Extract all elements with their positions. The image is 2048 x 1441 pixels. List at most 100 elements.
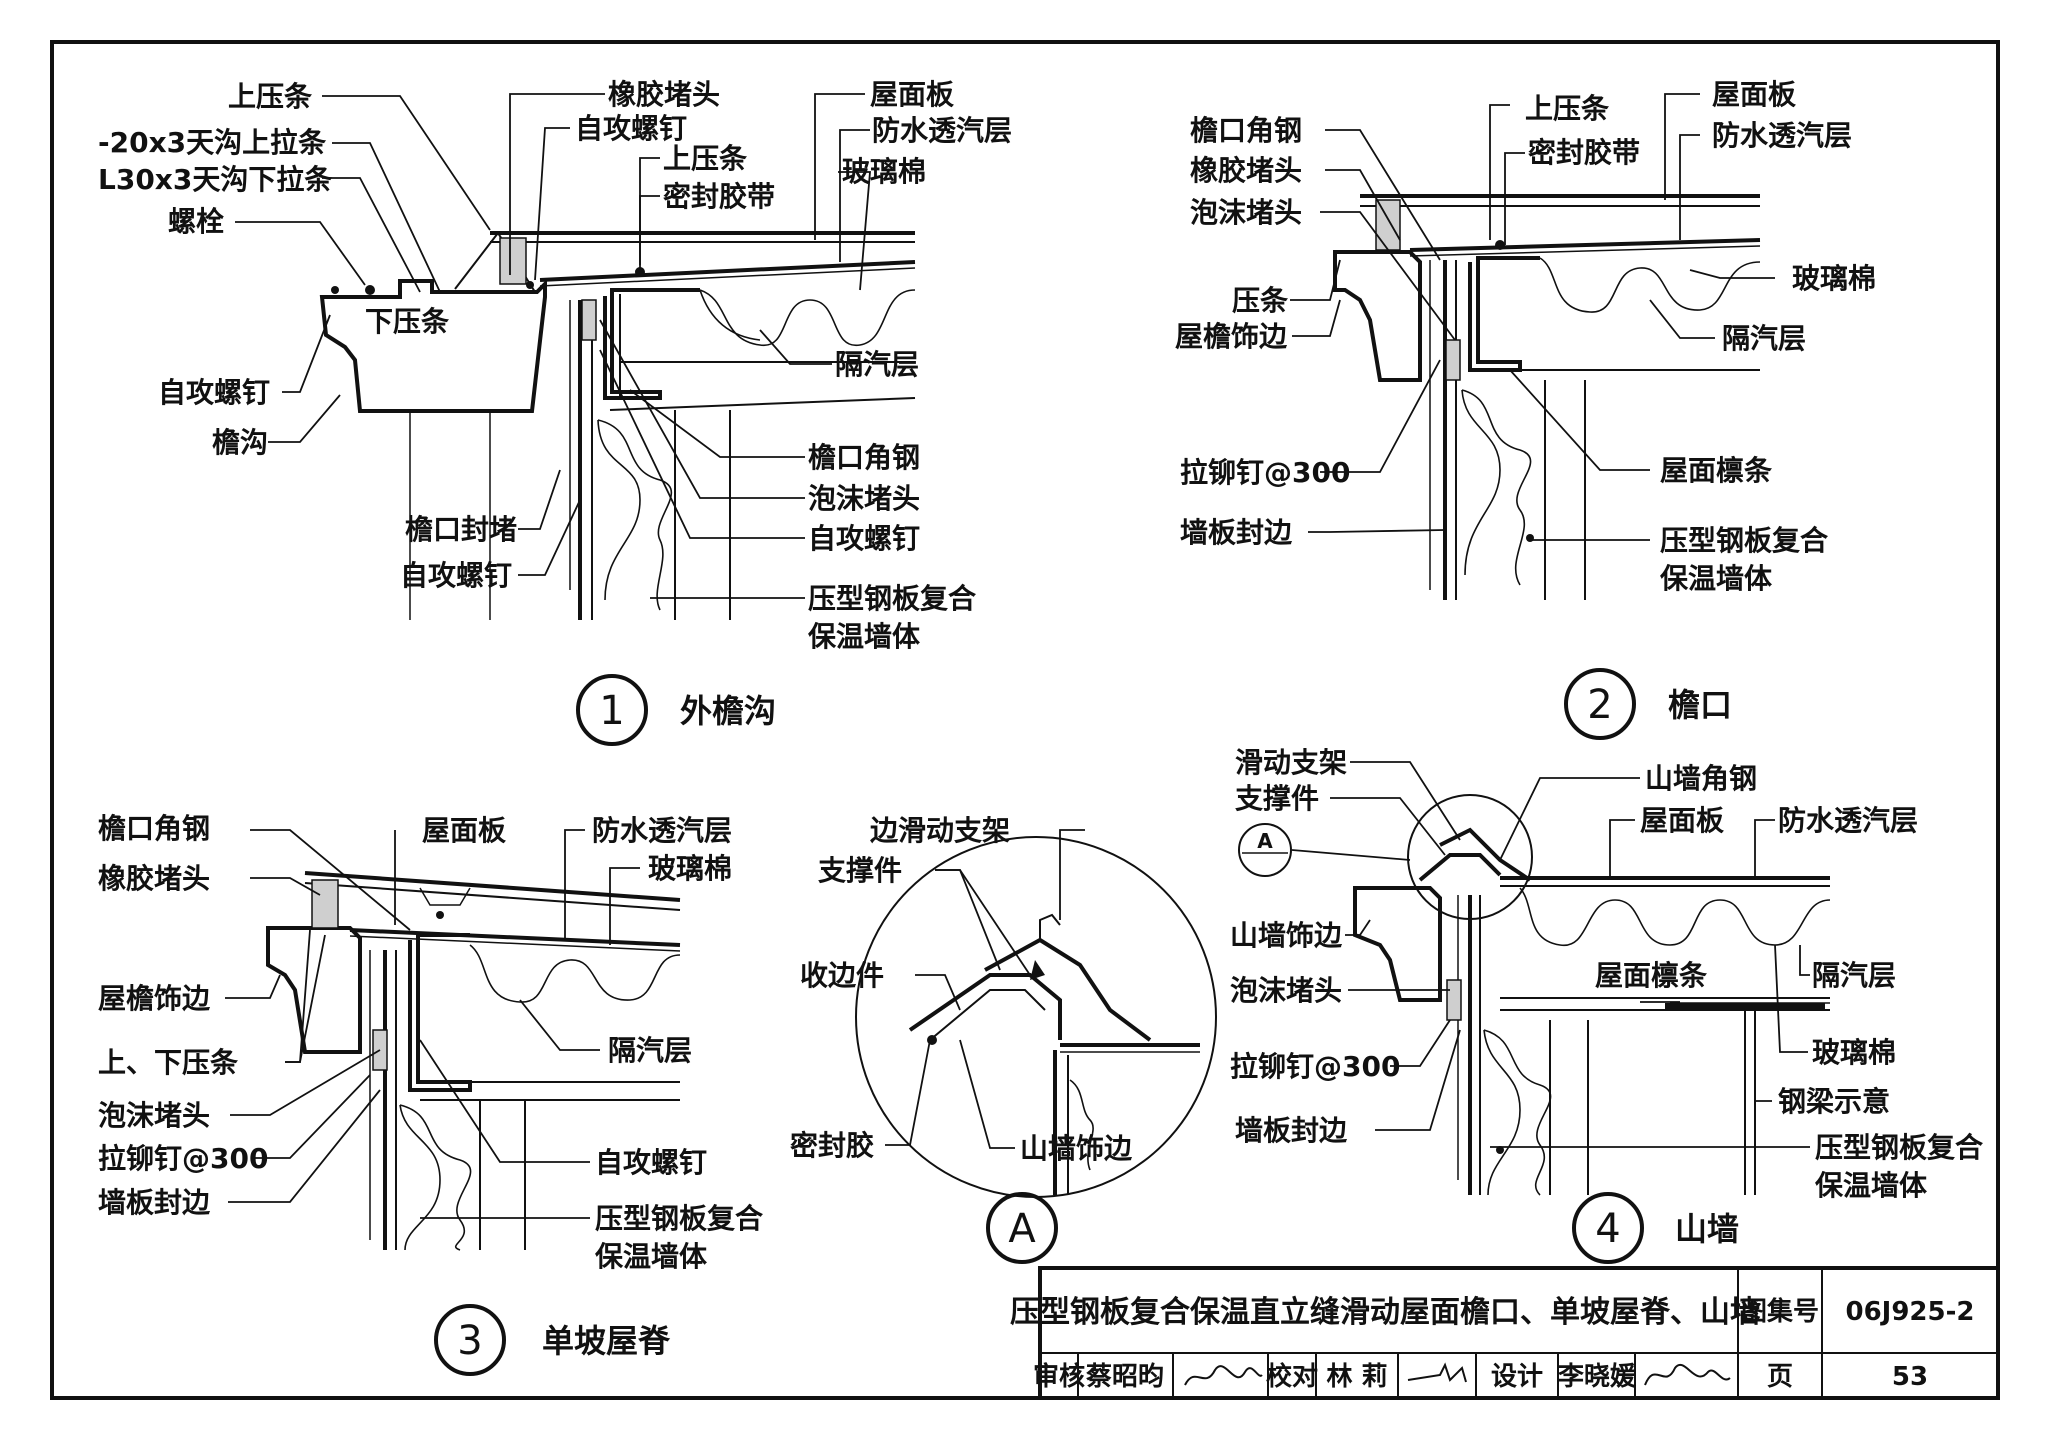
detail-A-drawing bbox=[855, 836, 1217, 1198]
detail-3-number-circle bbox=[434, 1304, 506, 1376]
detail-2-leaders bbox=[1290, 93, 1775, 541]
trim-piece bbox=[908, 973, 1062, 1040]
label-composite-wall-7: 压型钢板复合 bbox=[1815, 1131, 1984, 1164]
label-rivet: 拉铆钉@300 bbox=[1180, 456, 1350, 489]
rubber-plug-3 bbox=[311, 879, 339, 929]
label-gable-trim: 山墙饰边 bbox=[1230, 919, 1343, 952]
label-glass-wool-4: 玻璃棉 bbox=[1812, 1036, 1896, 1069]
label-rubber-plug: 橡胶堵头 bbox=[608, 78, 720, 111]
label-roof-panel-2: 屋面板 bbox=[1712, 78, 1796, 111]
detail-3-labels: 檐口角钢 橡胶堵头 屋檐饰边 上、下压条 泡沫堵头 拉铆钉@300 墙板封边 屋… bbox=[98, 812, 764, 1273]
label-bead: 压条 bbox=[1232, 284, 1288, 317]
atlas-number: 06J925-2 bbox=[1845, 1297, 1974, 1327]
label-gable-trim-A: 山墙饰边 bbox=[1020, 1132, 1133, 1165]
detail-1-labels: 上压条 -20x3天沟上拉条 L30x3天沟下拉条 螺栓 下压条 自攻螺钉 檐沟… bbox=[98, 78, 1012, 653]
sheet-title: 压型钢板复合保温直立缝滑动屋面檐口、单坡屋脊、山墙 bbox=[1010, 1295, 1760, 1330]
label-roof-panel: 屋面板 bbox=[870, 78, 954, 111]
label-sealing-tape-2: 密封胶带 bbox=[1528, 136, 1640, 169]
label-wall-edge-4: 墙板封边 bbox=[1235, 1114, 1348, 1147]
label-eave-angle: 檐口角钢 bbox=[808, 441, 920, 474]
detail-2-title: 檐口 bbox=[1668, 686, 1732, 724]
design-signature bbox=[1644, 1364, 1731, 1386]
check-name: 林 莉 bbox=[1326, 1362, 1387, 1392]
label-breather-membrane: 防水透汽层 bbox=[872, 114, 1012, 147]
roof-insulation-4 bbox=[1519, 887, 1831, 946]
label-glass-wool-2: 玻璃棉 bbox=[1792, 262, 1876, 295]
support-bracket bbox=[984, 937, 1152, 1042]
detail-3-caption: 3 单坡屋脊 bbox=[434, 1304, 671, 1376]
label-self-tapping-screw-5: 自攻螺钉 bbox=[595, 1146, 707, 1179]
label-wall-edge: 墙板封边 bbox=[1180, 516, 1293, 549]
label-breather-membrane-3: 防水透汽层 bbox=[592, 814, 732, 847]
roof-insulation bbox=[699, 289, 916, 346]
detail-3-number: 3 bbox=[457, 1318, 482, 1364]
rubber-plug bbox=[499, 237, 527, 285]
foam-plug-2 bbox=[1445, 339, 1461, 381]
label-gable-angle: 山墙角钢 bbox=[1645, 762, 1757, 795]
page-number: 53 bbox=[1892, 1362, 1928, 1392]
detail-A-number-circle bbox=[986, 1192, 1058, 1264]
reference-A-label: A bbox=[1257, 829, 1273, 853]
eave-angle bbox=[603, 288, 700, 400]
label-rivet-4: 拉铆钉@300 bbox=[1230, 1050, 1400, 1083]
design-label: 设计 bbox=[1491, 1362, 1543, 1392]
wall-insulation bbox=[597, 419, 673, 611]
label-upper-lower-bead: 上、下压条 bbox=[98, 1046, 238, 1079]
label-breather-membrane-2: 防水透汽层 bbox=[1712, 119, 1852, 152]
review-label: 审核 bbox=[1033, 1361, 1085, 1392]
label-sealant: 密封胶 bbox=[790, 1129, 874, 1162]
detail-1-title: 外檐沟 bbox=[680, 692, 776, 730]
atlas-label: 图集号 bbox=[1741, 1296, 1819, 1327]
page-label: 页 bbox=[1767, 1362, 1793, 1392]
label-eave-angle-2: 檐口角钢 bbox=[1190, 114, 1302, 147]
detail-2-drawing bbox=[1333, 194, 1761, 600]
label-composite-wall-1: 压型钢板复合 bbox=[808, 582, 977, 615]
detail-4-caption: 4 山墙 bbox=[1572, 1192, 1739, 1264]
reference-A-circle bbox=[1238, 823, 1292, 877]
label-rubber-plug-3: 橡胶堵头 bbox=[98, 862, 210, 895]
label-vapor-barrier-4: 隔汽层 bbox=[1812, 959, 1896, 992]
label-glass-wool: 玻璃棉 bbox=[842, 155, 926, 188]
label-composite-wall-8: 保温墙体 bbox=[1815, 1169, 1928, 1202]
detail-1-leaders bbox=[235, 93, 871, 599]
label-ridge-trim: 屋檐饰边 bbox=[98, 982, 211, 1015]
detail-3-leaders bbox=[225, 829, 640, 1219]
rubber-plug-2 bbox=[1375, 199, 1401, 251]
label-upper-bead-2: 上压条 bbox=[663, 142, 747, 175]
eave-angle-2 bbox=[1468, 256, 1540, 372]
label-composite-wall-4: 保温墙体 bbox=[1660, 562, 1773, 595]
label-lower-bead: 下压条 bbox=[365, 305, 449, 338]
label-self-tapping-screw-2: 自攻螺钉 bbox=[575, 112, 687, 145]
label-self-tapping-screw-1: 自攻螺钉 bbox=[158, 376, 270, 409]
label-gutter: 檐沟 bbox=[212, 426, 268, 459]
detail-2-number: 2 bbox=[1587, 682, 1612, 728]
detail-4-number-circle bbox=[1572, 1192, 1644, 1264]
detail-1-number-circle bbox=[576, 674, 648, 746]
sheet-frame bbox=[50, 40, 2000, 1400]
detail-2-labels: 檐口角钢 橡胶堵头 泡沫堵头 压条 屋檐饰边 拉铆钉@300 墙板封边 上压条 … bbox=[1175, 78, 1876, 595]
title-block: 压型钢板复合保温直立缝滑动屋面檐口、单坡屋脊、山墙 图集号 06J925-2 审… bbox=[1010, 1266, 2000, 1400]
detail-A-caption: A bbox=[986, 1192, 1058, 1264]
label-purlin: 屋面檩条 bbox=[1660, 454, 1772, 487]
gutter-shape bbox=[319, 279, 547, 413]
label-roof-panel-3: 屋面板 bbox=[422, 814, 506, 847]
label-self-tapping-screw-3: 自攻螺钉 bbox=[808, 522, 920, 555]
label-eave-closure: 檐口封堵 bbox=[405, 513, 517, 546]
foam-plug-4 bbox=[1446, 979, 1462, 1021]
label-vapor-barrier: 隔汽层 bbox=[835, 348, 919, 381]
label-vapor-barrier-2: 隔汽层 bbox=[1722, 322, 1806, 355]
detail-4-drawing bbox=[1353, 794, 1831, 1196]
label-glass-wool-3: 玻璃棉 bbox=[648, 852, 732, 885]
label-breather-membrane-4: 防水透汽层 bbox=[1778, 804, 1918, 837]
label-composite-wall-5: 压型钢板复合 bbox=[595, 1202, 764, 1235]
label-sliding-bracket: 滑动支架 bbox=[1235, 746, 1347, 779]
detail-A-leaders bbox=[885, 829, 1085, 1149]
label-eave-trim: 屋檐饰边 bbox=[1175, 320, 1288, 353]
label-foam-plug: 泡沫堵头 bbox=[808, 482, 920, 515]
detail-A-labels: 边滑动支架 支撑件 收边件 密封胶 山墙饰边 bbox=[790, 814, 1133, 1165]
detail-3-title: 单坡屋脊 bbox=[542, 1322, 671, 1360]
label-support-4: 支撑件 bbox=[1235, 782, 1319, 815]
foam-plug bbox=[581, 299, 597, 341]
eave-trim bbox=[1333, 250, 1422, 382]
